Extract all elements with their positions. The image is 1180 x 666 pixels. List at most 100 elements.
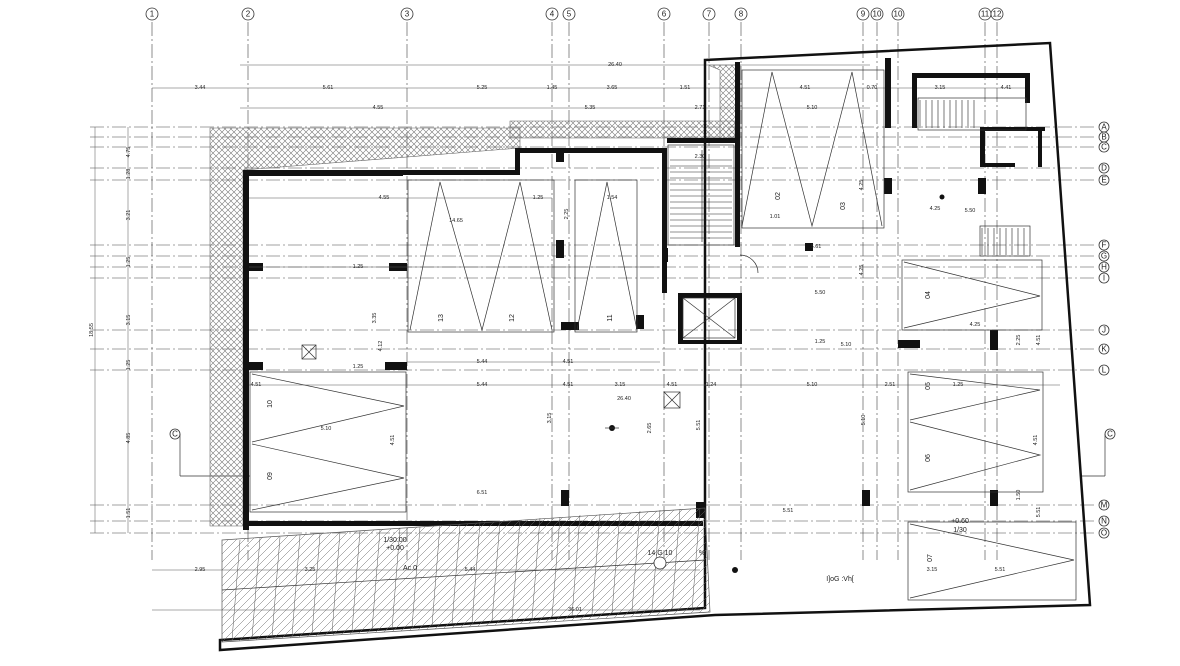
svg-text:1: 1	[150, 10, 155, 19]
ramp	[221, 507, 711, 643]
svg-text:1.54: 1.54	[607, 195, 618, 201]
svg-text:1/30.00: 1/30.00	[383, 537, 406, 544]
svg-text:4.51: 4.51	[563, 359, 574, 365]
svg-text:I: I	[1103, 274, 1105, 283]
parking-bays-bottom	[249, 371, 1077, 601]
svg-text:9: 9	[861, 10, 866, 19]
svg-text:5.51: 5.51	[995, 567, 1006, 573]
section-markers: C C	[169, 428, 1116, 477]
svg-text:4.55: 4.55	[379, 195, 390, 201]
svg-text:7: 7	[707, 10, 712, 19]
svg-text:5.10: 5.10	[321, 426, 332, 432]
svg-text:11: 11	[607, 314, 614, 321]
svg-text:2.51: 2.51	[885, 382, 896, 388]
svg-text:O: O	[1101, 529, 1107, 538]
svg-text:F: F	[1102, 241, 1107, 250]
svg-text:2: 2	[246, 10, 251, 19]
column-bubbles: 1 2 3 4 5 6 7 8 9 10 10 11 12	[145, 7, 1004, 21]
svg-text:1.25: 1.25	[533, 195, 544, 201]
svg-text:1.25: 1.25	[353, 364, 364, 370]
svg-text:M: M	[1101, 501, 1108, 510]
svg-text:5.51: 5.51	[783, 508, 794, 514]
svg-text:4.51: 4.51	[1033, 435, 1039, 446]
svg-text:36.01: 36.01	[568, 607, 582, 613]
svg-text:1.51: 1.51	[680, 85, 691, 91]
svg-text:N: N	[1101, 517, 1107, 526]
parking-bays-top	[407, 69, 1043, 333]
svg-text:05: 05	[925, 382, 932, 390]
svg-text:4.25: 4.25	[970, 322, 981, 328]
svg-text:3.15: 3.15	[935, 85, 946, 91]
svg-text:4.41: 4.41	[1001, 85, 1012, 91]
svg-text:18.55: 18.55	[89, 323, 95, 337]
svg-text:1.25: 1.25	[126, 360, 132, 371]
svg-text:5.10: 5.10	[807, 382, 818, 388]
svg-text:06: 06	[925, 454, 932, 462]
svg-text:4.51: 4.51	[1036, 335, 1042, 346]
svg-text:14.65: 14.65	[449, 218, 463, 224]
svg-text:26.40: 26.40	[608, 62, 622, 68]
svg-text:12: 12	[993, 10, 1002, 19]
svg-text:C: C	[1107, 430, 1113, 439]
row-bubbles: A B C D E F G H I J K L M N O	[1098, 121, 1110, 539]
svg-text:5.44: 5.44	[477, 382, 488, 388]
svg-text:E: E	[1101, 176, 1106, 185]
svg-text:2.95: 2.95	[195, 567, 206, 573]
svg-text:6.51: 6.51	[477, 490, 488, 496]
svg-text:6: 6	[662, 10, 667, 19]
thick-walls	[243, 58, 1045, 530]
svg-text:26.40: 26.40	[617, 396, 631, 402]
svg-text:L: L	[1102, 366, 1107, 375]
svg-text:5.50: 5.50	[965, 208, 976, 214]
parking-bay-labels: 13 12 11 02 03 04 10 09 05 06 07	[267, 192, 934, 562]
svg-text:5.35: 5.35	[585, 105, 596, 111]
svg-text:09: 09	[267, 472, 274, 480]
svg-text:C: C	[1101, 143, 1107, 152]
svg-text:3.44: 3.44	[195, 85, 206, 91]
svg-text:H: H	[1101, 263, 1107, 272]
svg-text:5.61: 5.61	[811, 244, 822, 250]
svg-text:4.25: 4.25	[859, 180, 865, 191]
svg-text:1/30: 1/30	[953, 527, 967, 534]
svg-text:5.50: 5.50	[815, 290, 826, 296]
svg-text:J: J	[1102, 326, 1106, 335]
svg-text:4.51: 4.51	[800, 85, 811, 91]
svg-text:5.10: 5.10	[807, 105, 818, 111]
svg-text:1.25: 1.25	[953, 382, 964, 388]
svg-text:B: B	[1101, 133, 1106, 142]
left-dimension-lines: 18.55 4.75 1.28 3.21 1.25 3.15 1.25 4.85…	[89, 127, 132, 533]
svg-text:3.15: 3.15	[126, 315, 132, 326]
svg-text:14,G 10: 14,G 10	[648, 550, 673, 557]
svg-text:8: 8	[739, 10, 744, 19]
svg-text:1.28: 1.28	[126, 169, 132, 180]
svg-text:5.51: 5.51	[696, 420, 702, 431]
svg-text:1.25: 1.25	[353, 264, 364, 270]
svg-text:1.24: 1.24	[706, 382, 717, 388]
staircase-center	[667, 144, 759, 339]
interior-dimensions: 4.55 14.65 1.25 2.25 1.54 1.25 3.35 1.25…	[249, 154, 1060, 573]
svg-text:4.51: 4.51	[563, 382, 574, 388]
svg-text:1.25: 1.25	[815, 339, 826, 345]
svg-text:3.15: 3.15	[927, 567, 938, 573]
svg-text:0.70: 0.70	[867, 85, 878, 91]
svg-text:5: 5	[567, 10, 572, 19]
structural-columns	[249, 150, 998, 518]
svg-text:3.15: 3.15	[615, 382, 626, 388]
svg-text:1.25: 1.25	[126, 257, 132, 268]
svg-text:5.44: 5.44	[477, 359, 488, 365]
svg-text:3.15: 3.15	[547, 413, 553, 424]
svg-text:4.51: 4.51	[667, 382, 678, 388]
svg-text:2.30: 2.30	[695, 154, 706, 160]
vertical-grid-lines	[151, 22, 998, 560]
svg-text:3.21: 3.21	[126, 210, 132, 221]
svg-text:Ac.0: Ac.0	[403, 565, 417, 572]
svg-text:5.25: 5.25	[477, 85, 488, 91]
svg-text:4.25: 4.25	[930, 206, 941, 212]
svg-text:I]oG :Vh[: I]oG :Vh[	[826, 576, 854, 583]
svg-text:%: %	[699, 550, 705, 557]
svg-text:12: 12	[509, 314, 516, 322]
svg-text:03: 03	[840, 202, 847, 210]
svg-text:4.85: 4.85	[126, 433, 132, 444]
svg-text:+0.00: +0.00	[386, 545, 404, 552]
